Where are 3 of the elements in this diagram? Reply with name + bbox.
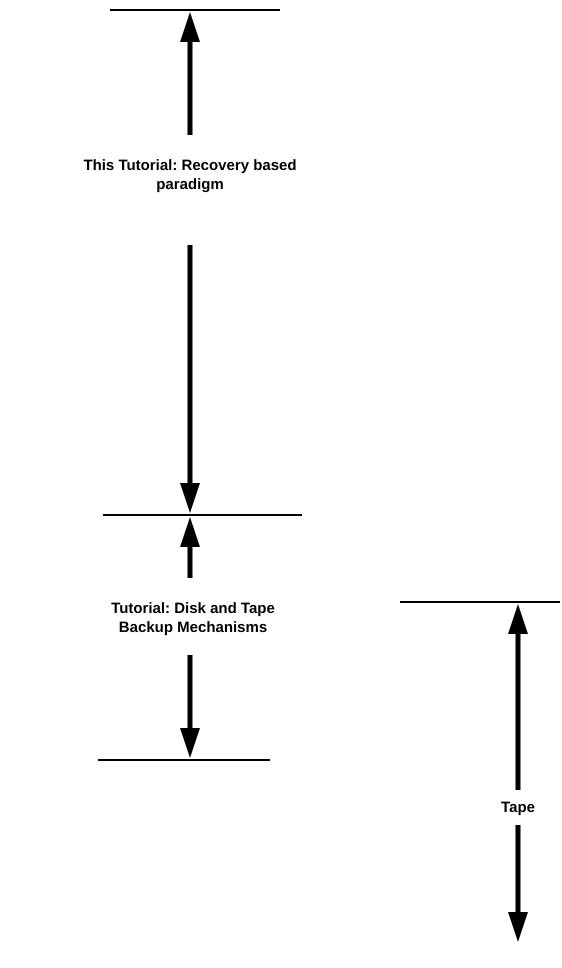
range-label: Tutorial: Disk and Tape Backup Mechanisms: [110, 599, 276, 637]
range-label: This Tutorial: Recovery based paradigm: [82, 156, 298, 194]
range-label: Tape: [500, 798, 536, 817]
